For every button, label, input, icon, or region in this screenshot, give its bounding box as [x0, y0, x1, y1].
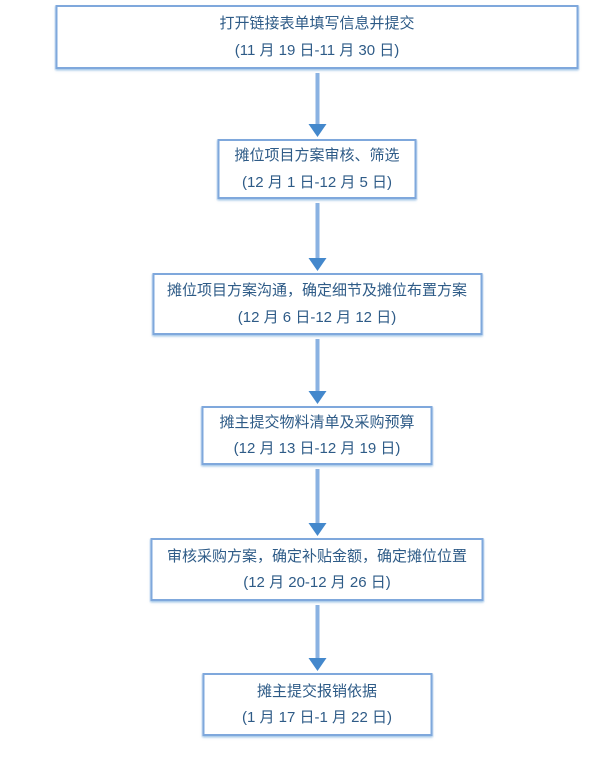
arrow-down-icon	[308, 601, 326, 673]
arrow-shaft	[315, 203, 319, 258]
arrow-down-icon	[308, 335, 326, 406]
flow-step-2-box: 摊位项目方案审核、筛选 (12 月 1 日-12 月 5 日)	[217, 139, 417, 199]
step-title: 摊位项目方案沟通，确定细节及摊位布置方案	[166, 282, 467, 300]
arrow-shaft	[315, 73, 319, 124]
flow-step-3-box: 摊位项目方案沟通，确定细节及摊位布置方案 (12 月 6 日-12 月 12 日…	[152, 273, 482, 335]
step-date-range: (12 月 6 日-12 月 12 日)	[237, 308, 397, 326]
arrow-head	[308, 258, 326, 271]
arrow-down-icon	[308, 199, 326, 273]
arrow-shaft	[315, 469, 319, 523]
step-title: 摊主提交物料清单及采购预算	[219, 413, 415, 431]
flow-step-6-box: 摊主提交报销依据 (1 月 17 日-1 月 22 日)	[202, 673, 432, 736]
flow-step-5-box: 审核采购方案，确定补贴金额，确定摊位位置 (12 月 20-12 月 26 日)	[150, 538, 484, 601]
arrow-down-icon	[308, 69, 326, 139]
arrow-head	[308, 124, 326, 137]
arrow-down-icon	[308, 465, 326, 538]
process-flowchart: 打开链接表单填写信息并提交 (11 月 19 日-11 月 30 日) 摊位项目…	[55, 5, 579, 736]
step-title: 摊位项目方案审核、筛选	[234, 147, 400, 165]
step-date-range: (12 月 1 日-12 月 5 日)	[241, 173, 393, 191]
arrow-head	[308, 391, 326, 404]
flow-step-4-box: 摊主提交物料清单及采购预算 (12 月 13 日-12 月 19 日)	[201, 406, 433, 465]
flow-step-1-box: 打开链接表单填写信息并提交 (11 月 19 日-11 月 30 日)	[55, 5, 579, 69]
step-date-range: (11 月 19 日-11 月 30 日)	[234, 41, 400, 59]
arrow-head	[308, 658, 326, 671]
arrow-shaft	[315, 339, 319, 391]
step-title: 打开链接表单填写信息并提交	[219, 15, 415, 33]
step-title: 摊主提交报销依据	[256, 682, 377, 700]
step-date-range: (1 月 17 日-1 月 22 日)	[241, 709, 393, 726]
step-title: 审核采购方案，确定补贴金额，确定摊位位置	[166, 547, 467, 565]
arrow-shaft	[315, 605, 319, 658]
step-date-range: (12 月 13 日-12 月 19 日)	[233, 440, 401, 457]
arrow-head	[308, 523, 326, 536]
step-date-range: (12 月 20-12 月 26 日)	[243, 574, 391, 591]
